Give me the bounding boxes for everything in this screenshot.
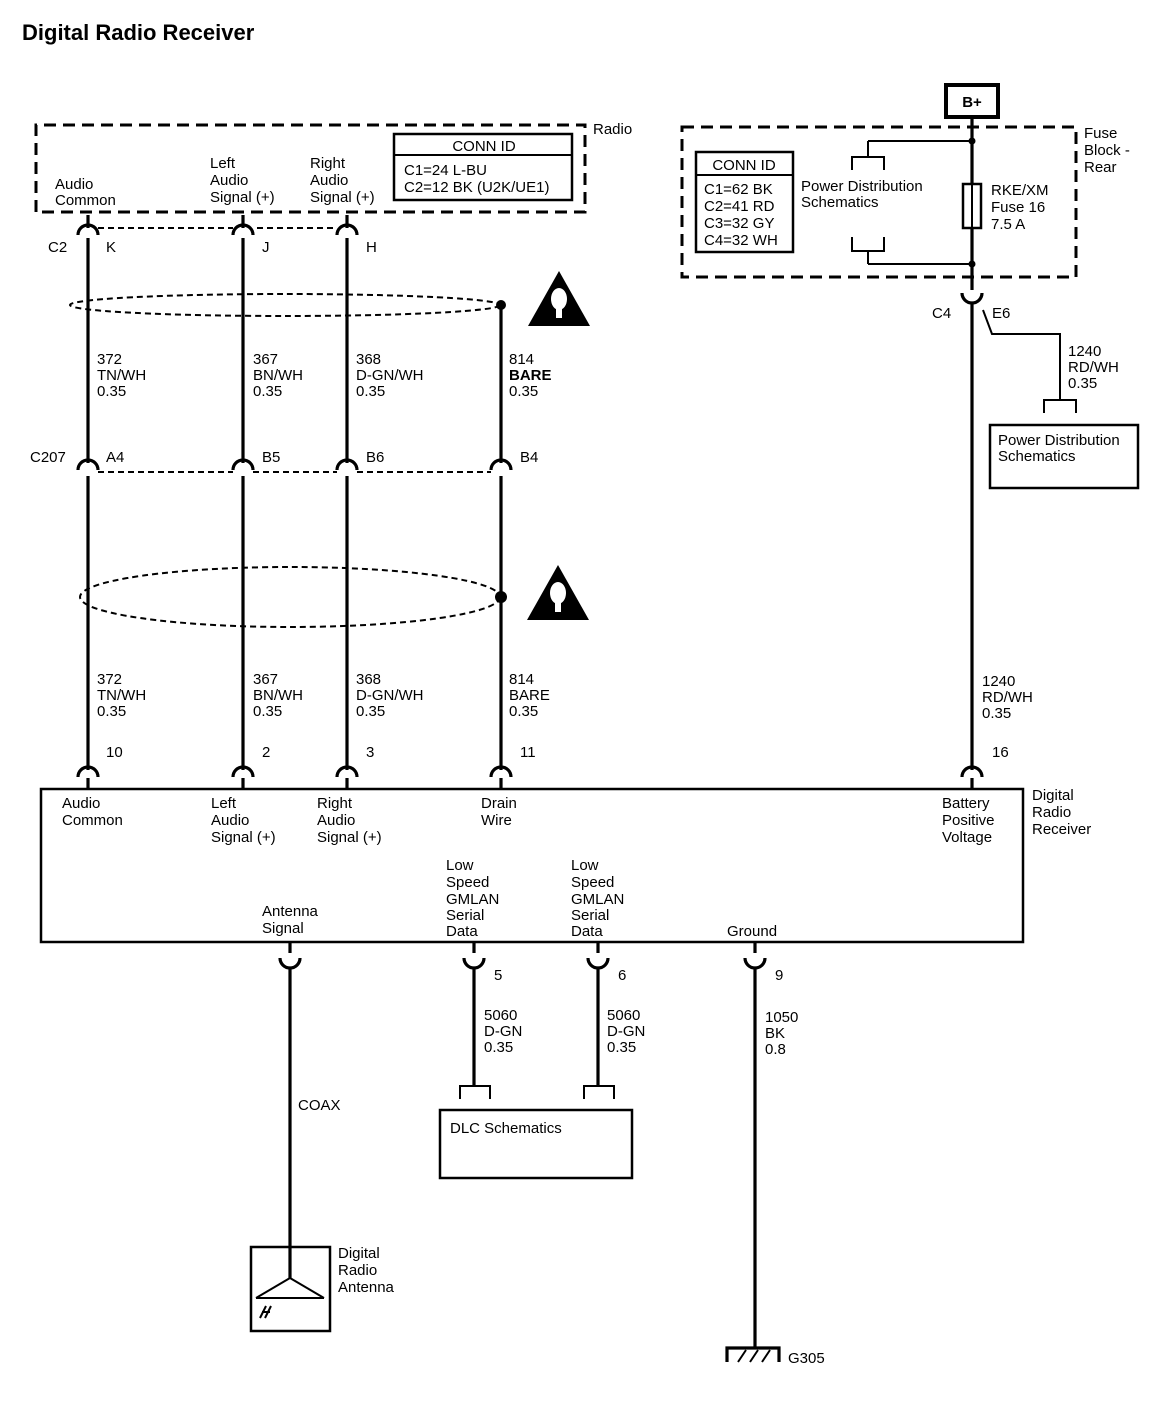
radio-label: Radio bbox=[593, 121, 632, 138]
fuse-block-label: Fuse Block - Rear bbox=[1084, 125, 1134, 176]
ground-symbol bbox=[725, 1346, 781, 1363]
antenna-label: Digital Radio Antenna bbox=[338, 1245, 395, 1296]
receiver-pin-battery: Battery Positive Voltage bbox=[942, 795, 999, 846]
receiver-pin-drain: Drain Wire bbox=[481, 795, 521, 829]
ground-label: G305 bbox=[788, 1350, 825, 1367]
dlc-schematics-box bbox=[438, 1108, 634, 1180]
pin-2: 2 bbox=[262, 744, 270, 761]
cavity-b5: B5 bbox=[262, 449, 280, 466]
wire-368-lower: 368 D-GN/WH 0.35 bbox=[356, 671, 428, 720]
antenna-symbol bbox=[249, 1245, 332, 1333]
radio-conn-c1: C1=24 L-BU bbox=[404, 162, 487, 179]
pin-10: 10 bbox=[106, 744, 123, 761]
connector-c2-label: C2 bbox=[48, 239, 67, 256]
page-title: Digital Radio Receiver bbox=[22, 20, 255, 45]
wire-1240-branch: 1240 RD/WH 0.35 bbox=[1068, 343, 1123, 392]
power-distribution-box bbox=[988, 423, 1140, 490]
radio-conn-id-title: CONN ID bbox=[452, 138, 516, 155]
wire-367-lower: 367 BN/WH 0.35 bbox=[253, 671, 307, 720]
cavity-e6: E6 bbox=[992, 305, 1010, 322]
pin-16: 16 bbox=[992, 744, 1009, 761]
pin-11: 11 bbox=[520, 744, 536, 761]
connector-c207-label: C207 bbox=[30, 449, 66, 466]
cavity-b6: B6 bbox=[366, 449, 384, 466]
battery-plus-label: B+ bbox=[962, 94, 982, 111]
wire-372-lower: 372 TN/WH 0.35 bbox=[97, 671, 150, 720]
fuse-power-distribution-ref: Power Distribution Schematics bbox=[801, 178, 927, 211]
connector-c207: C207 A4 B5 B6 B4 bbox=[30, 449, 538, 473]
radio-pin-right-audio: Right Audio Signal (+) bbox=[310, 155, 375, 206]
receiver-label: Digital Radio Receiver bbox=[1032, 787, 1091, 838]
pin-6: 6 bbox=[618, 967, 626, 984]
receiver-pin-antenna: Antenna Signal bbox=[262, 903, 322, 937]
lower-shield bbox=[79, 565, 589, 628]
fuse-conn-c3: C3=32 GY bbox=[704, 215, 774, 232]
fuse-16-label: RKE/XM Fuse 16 7.5 A bbox=[991, 182, 1053, 233]
fuse-conn-c2: C2=41 RD bbox=[704, 198, 775, 215]
cavity-k: K bbox=[106, 239, 116, 256]
connector-c4: C4 E6 bbox=[932, 292, 1010, 322]
upper-shield bbox=[69, 271, 590, 463]
wire-coax: COAX bbox=[298, 1097, 341, 1114]
fuse-block-rear: B+ Fuse Block - Rear CONN ID C1=62 BK C2… bbox=[680, 83, 1134, 290]
receiver-pin-gmlan-2: Low Speed GMLAN Serial Data bbox=[571, 857, 629, 940]
pin-5: 5 bbox=[494, 967, 502, 984]
wire-5060-a: 5060 D-GN 0.35 bbox=[484, 1007, 527, 1056]
radio-pin-left-audio: Left Audio Signal (+) bbox=[210, 155, 275, 206]
cavity-h: H bbox=[366, 239, 377, 256]
fuse-conn-id-title: CONN ID bbox=[712, 157, 776, 174]
wire-372-upper: 372 TN/WH 0.35 bbox=[97, 351, 150, 400]
shield-warning-icon bbox=[527, 565, 589, 620]
pin-3: 3 bbox=[366, 744, 374, 761]
connector-c2: C2 K J H bbox=[48, 215, 377, 256]
shield-warning-icon bbox=[528, 271, 590, 326]
fuse-conn-c1: C1=62 BK bbox=[704, 181, 773, 198]
radio-conn-c2: C2=12 BK (U2K/UE1) bbox=[404, 179, 549, 196]
digital-radio-receiver: Digital Radio Receiver 10 2 3 11 16 Audi… bbox=[39, 744, 1091, 944]
receiver-pin-left-audio: Left Audio Signal (+) bbox=[211, 795, 276, 846]
pin-9: 9 bbox=[775, 967, 783, 984]
wire-814-lower: 814 BARE 0.35 bbox=[509, 671, 554, 720]
wire-1240-lower: 1240 RD/WH 0.35 bbox=[982, 673, 1037, 722]
wire-368-upper: 368 D-GN/WH 0.35 bbox=[356, 351, 428, 400]
fuse-conn-c4: C4=32 WH bbox=[704, 232, 778, 249]
cavity-j: J bbox=[262, 239, 270, 256]
cavity-b4: B4 bbox=[520, 449, 538, 466]
radio-component: Radio CONN ID C1=24 L-BU C2=12 BK (U2K/U… bbox=[34, 121, 632, 214]
wire-367-upper: 367 BN/WH 0.35 bbox=[253, 351, 307, 400]
wire-5060-b: 5060 D-GN 0.35 bbox=[607, 1007, 650, 1056]
receiver-bottom-connector: 5 6 9 bbox=[278, 942, 783, 984]
receiver-pin-ground: Ground bbox=[727, 923, 777, 940]
wire-814-upper: 814 BARE 0.35 bbox=[509, 351, 556, 400]
receiver-pin-gmlan-1: Low Speed GMLAN Serial Data bbox=[446, 857, 504, 940]
connector-c4-label: C4 bbox=[932, 305, 951, 322]
power-distribution-label: Power Distribution Schematics bbox=[998, 432, 1124, 465]
wire-1050: 1050 BK 0.8 bbox=[765, 1009, 803, 1058]
dlc-schematics-label: DLC Schematics bbox=[450, 1120, 562, 1137]
radio-pin-audio-common: Audio Common bbox=[55, 176, 116, 209]
receiver-pin-audio-common: Audio Common bbox=[62, 795, 123, 829]
receiver-pin-right-audio: Right Audio Signal (+) bbox=[317, 795, 382, 846]
cavity-a4: A4 bbox=[106, 449, 124, 466]
